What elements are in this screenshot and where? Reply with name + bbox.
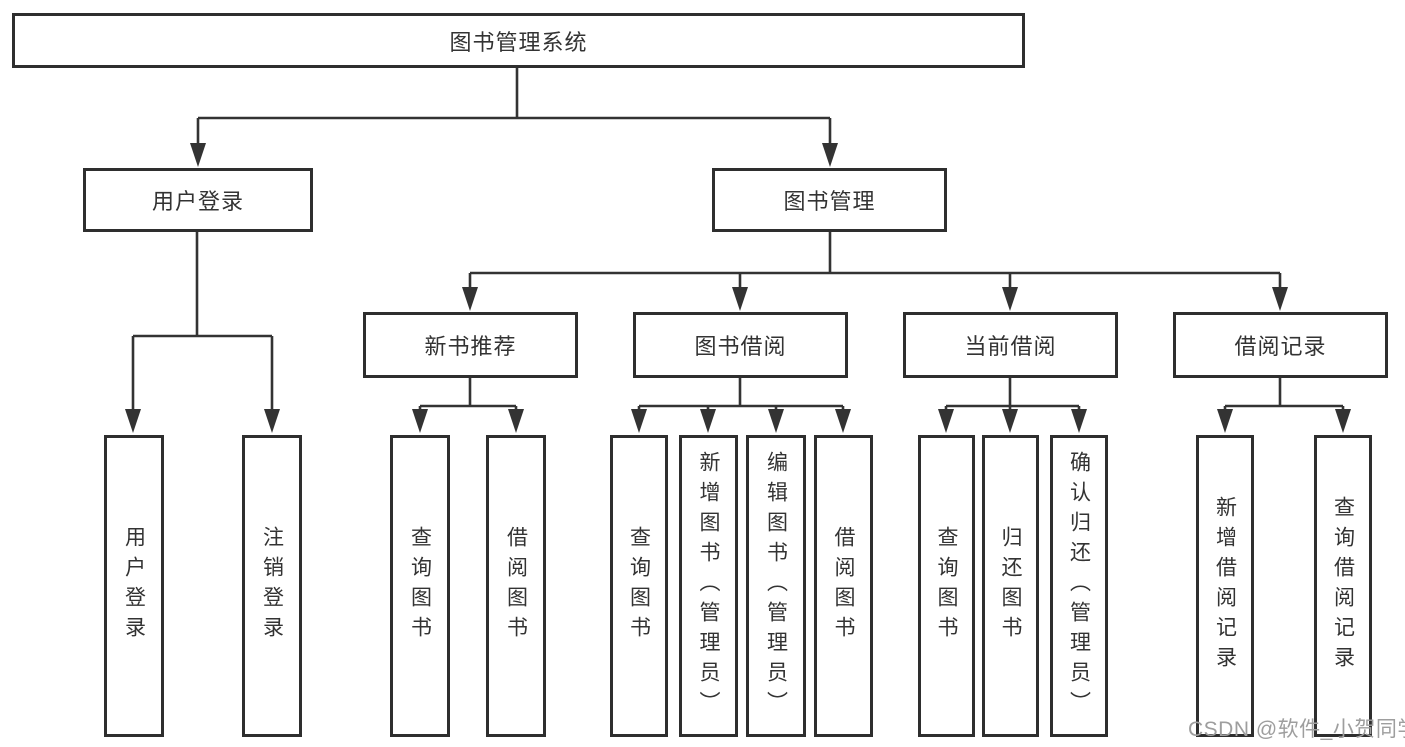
leaf-logout: 注销登录 [242, 435, 302, 737]
leaf-edit-books-admin: 编辑图书（管理员） [746, 435, 806, 737]
leaf-confirm-return-admin: 确认归还（管理员） [1050, 435, 1108, 737]
node-user-login: 用户登录 [83, 168, 313, 232]
node-root: 图书管理系统 [12, 13, 1025, 68]
node-borrow-records: 借阅记录 [1173, 312, 1388, 378]
node-current-borrow: 当前借阅 [903, 312, 1118, 378]
watermark: CSDN @软件_小贺同学 [1188, 718, 1405, 741]
leaf-borrow-books: 借阅图书 [814, 435, 873, 737]
leaf-user-login: 用户登录 [104, 435, 164, 737]
leaf-query-borrow-record: 查询借阅记录 [1314, 435, 1372, 737]
leaf-add-borrow-record: 新增借阅记录 [1196, 435, 1254, 737]
leaf-recommend-query-books: 查询图书 [390, 435, 450, 737]
node-book-borrow: 图书借阅 [633, 312, 848, 378]
node-book-management: 图书管理 [712, 168, 947, 232]
leaf-add-books-admin: 新增图书（管理员） [679, 435, 738, 737]
leaf-recommend-borrow-books: 借阅图书 [486, 435, 546, 737]
node-new-book-recommend: 新书推荐 [363, 312, 578, 378]
leaf-borrow-query-books: 查询图书 [610, 435, 668, 737]
leaf-current-query-books: 查询图书 [918, 435, 975, 737]
leaf-return-books: 归还图书 [982, 435, 1039, 737]
